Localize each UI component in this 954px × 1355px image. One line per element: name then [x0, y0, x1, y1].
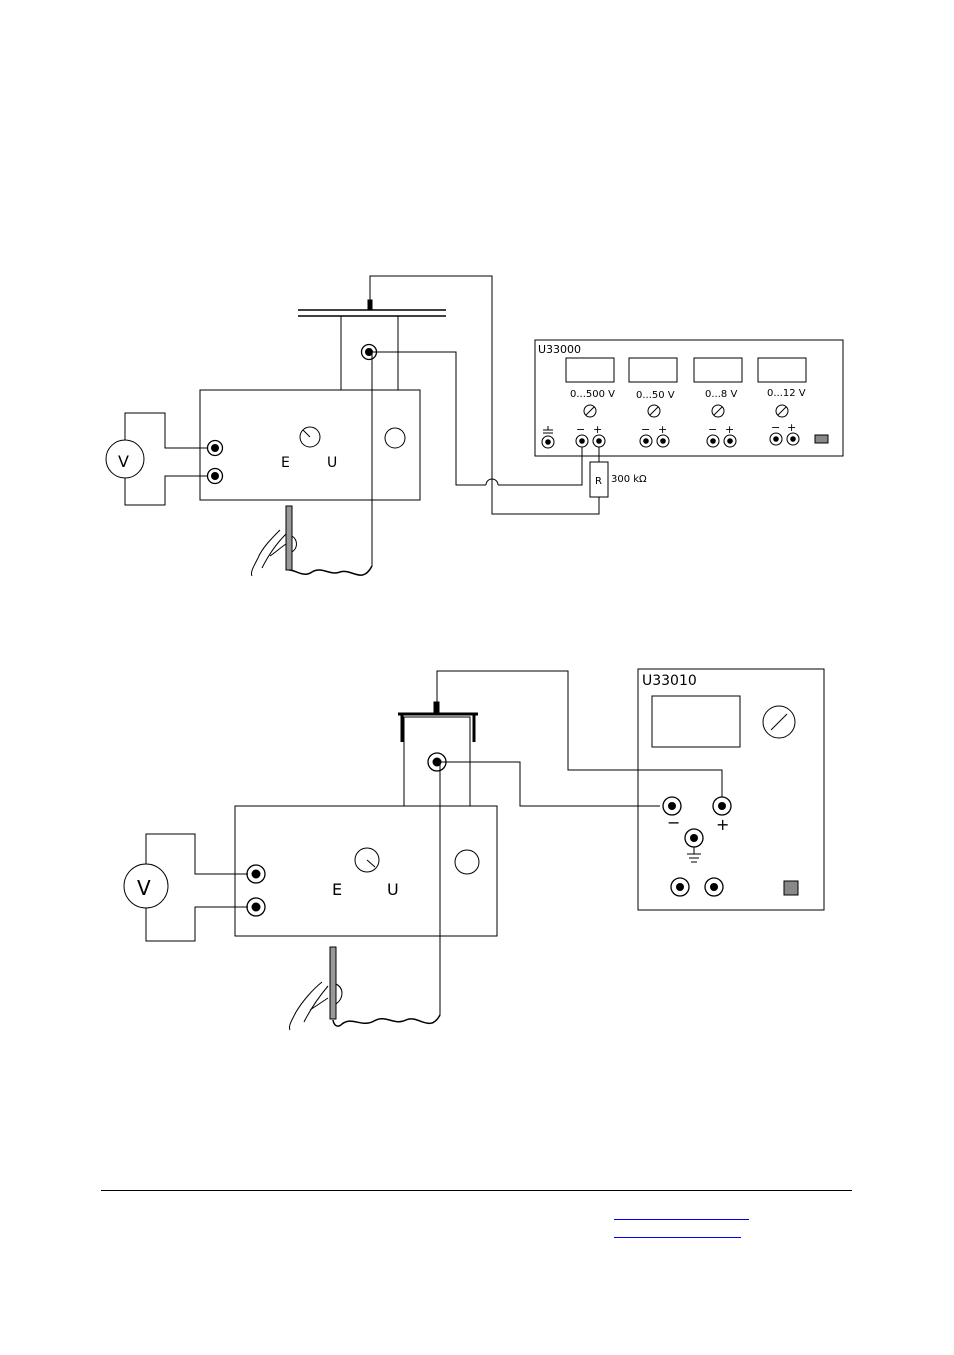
unit-socket-top[interactable] — [208, 441, 223, 456]
power-switch[interactable] — [815, 435, 828, 443]
socket-icon[interactable] — [787, 433, 799, 445]
socket-out-1[interactable] — [671, 878, 689, 896]
unit-socket-bottom[interactable] — [247, 898, 265, 916]
probe-rod — [330, 947, 336, 1019]
socket-icon[interactable] — [770, 433, 782, 445]
unit-label-u: U — [327, 455, 337, 471]
plate-electrode — [298, 300, 446, 316]
knob-icon[interactable] — [455, 850, 479, 874]
socket-ground[interactable] — [685, 829, 703, 847]
display-2 — [629, 358, 677, 382]
power-switch[interactable] — [784, 881, 798, 895]
footer-link-1[interactable] — [614, 1219, 749, 1220]
plus-sign: + — [593, 423, 602, 436]
socket-icon[interactable] — [724, 435, 736, 447]
unit-socket-top[interactable] — [247, 865, 265, 883]
range-label-4: 0...12 V — [767, 388, 806, 399]
display-3 — [694, 358, 742, 382]
figure-2 — [124, 669, 824, 1030]
range-label-3: 0...8 V — [705, 389, 737, 400]
plus-sign: + — [725, 423, 734, 436]
range-label-2: 0...50 V — [636, 390, 675, 401]
minus-sign: − — [771, 421, 780, 434]
plate-electrode — [398, 702, 478, 742]
socket-plus[interactable] — [713, 797, 731, 815]
socket-icon[interactable] — [542, 436, 554, 448]
voltmeter-label: V — [137, 876, 151, 900]
supply-display — [652, 696, 740, 747]
knob-icon[interactable] — [385, 428, 405, 448]
socket-icon[interactable] — [640, 435, 652, 447]
plus-sign: + — [658, 423, 667, 436]
ground-icon — [543, 426, 553, 433]
minus-sign: − — [576, 423, 585, 436]
footer-link-2[interactable] — [614, 1237, 741, 1238]
socket-out-2[interactable] — [705, 878, 723, 896]
display-1 — [566, 358, 614, 382]
electrometer-unit — [235, 806, 497, 936]
electrometer-unit — [200, 390, 420, 500]
display-4 — [758, 358, 806, 382]
plus-sign: + — [787, 421, 796, 434]
supply-title-2: U33010 — [642, 673, 697, 689]
socket-icon[interactable] — [593, 435, 605, 447]
resistor-label: R — [595, 476, 602, 487]
minus-sign: − — [641, 423, 650, 436]
unit-label-e: E — [281, 455, 290, 471]
plus-sign: + — [716, 815, 729, 834]
socket-icon[interactable] — [657, 435, 669, 447]
probe-rod — [286, 506, 292, 570]
footer-rule — [101, 1190, 852, 1191]
socket-icon[interactable] — [707, 435, 719, 447]
power-supply-u33010 — [638, 669, 824, 910]
voltmeter-label: V — [118, 452, 129, 471]
unit-label-e: E — [332, 880, 342, 899]
minus-sign: − — [667, 813, 680, 832]
supply-title-1: U33000 — [538, 343, 581, 356]
unit-socket-bottom[interactable] — [208, 469, 223, 484]
minus-sign: − — [708, 423, 717, 436]
ground-icon — [687, 847, 701, 862]
resistance-value: 300 kΩ — [611, 474, 647, 485]
unit-label-u: U — [387, 880, 399, 899]
range-label-1: 0...500 V — [570, 389, 615, 400]
socket-icon[interactable] — [576, 435, 588, 447]
